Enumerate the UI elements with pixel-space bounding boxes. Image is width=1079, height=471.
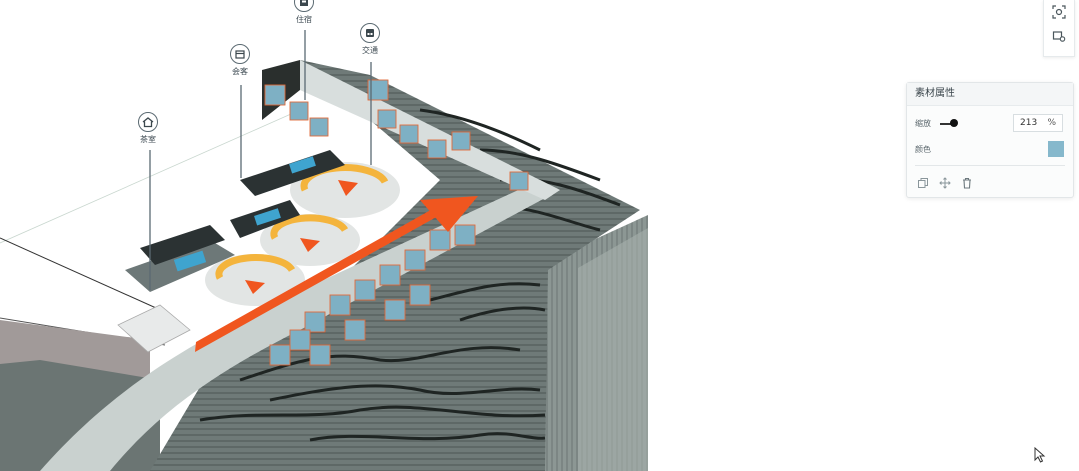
marker-jiaotong[interactable]: 交通 xyxy=(360,23,380,56)
marker-label: 住宿 xyxy=(296,15,312,24)
house-icon xyxy=(138,112,158,132)
direction-arrow xyxy=(195,196,478,352)
building-icon xyxy=(360,23,380,43)
scale-slider-track[interactable] xyxy=(940,123,954,125)
color-swatch[interactable] xyxy=(1048,141,1064,157)
store-icon xyxy=(230,44,250,64)
marker-label: 茶室 xyxy=(140,135,156,144)
road xyxy=(40,180,560,471)
scale-input[interactable]: 213 % xyxy=(1013,114,1063,132)
panel-title: 素材属性 xyxy=(907,83,1073,106)
scale-unit: % xyxy=(1047,118,1056,128)
panel-divider xyxy=(915,165,1065,166)
camera-settings-icon[interactable] xyxy=(1044,24,1074,48)
move-icon[interactable] xyxy=(938,176,952,190)
marker-huike[interactable]: 会客 xyxy=(230,44,250,77)
plaza-group xyxy=(205,162,400,306)
marker-label: 会客 xyxy=(232,67,248,76)
color-label: 颜色 xyxy=(915,145,931,154)
scale-value: 213 xyxy=(1020,118,1038,128)
bed-icon xyxy=(294,0,314,12)
material-properties-panel: 素材属性 缩放 213 % 颜色 xyxy=(906,82,1074,198)
mouse-cursor-icon xyxy=(1034,447,1046,463)
buildings xyxy=(117,150,345,353)
view-toolbar xyxy=(1043,0,1075,57)
marker-chashi[interactable]: 茶室 xyxy=(138,112,158,145)
scale-label: 缩放 xyxy=(915,119,931,128)
tree-selection-boxes xyxy=(264,79,529,366)
delete-icon[interactable] xyxy=(960,176,974,190)
focus-icon[interactable] xyxy=(1044,0,1074,24)
marker-label: 交通 xyxy=(362,46,378,55)
scale-slider-handle[interactable] xyxy=(950,119,958,127)
marker-zhusu[interactable]: 住宿 xyxy=(294,0,314,25)
copy-icon[interactable] xyxy=(916,176,930,190)
